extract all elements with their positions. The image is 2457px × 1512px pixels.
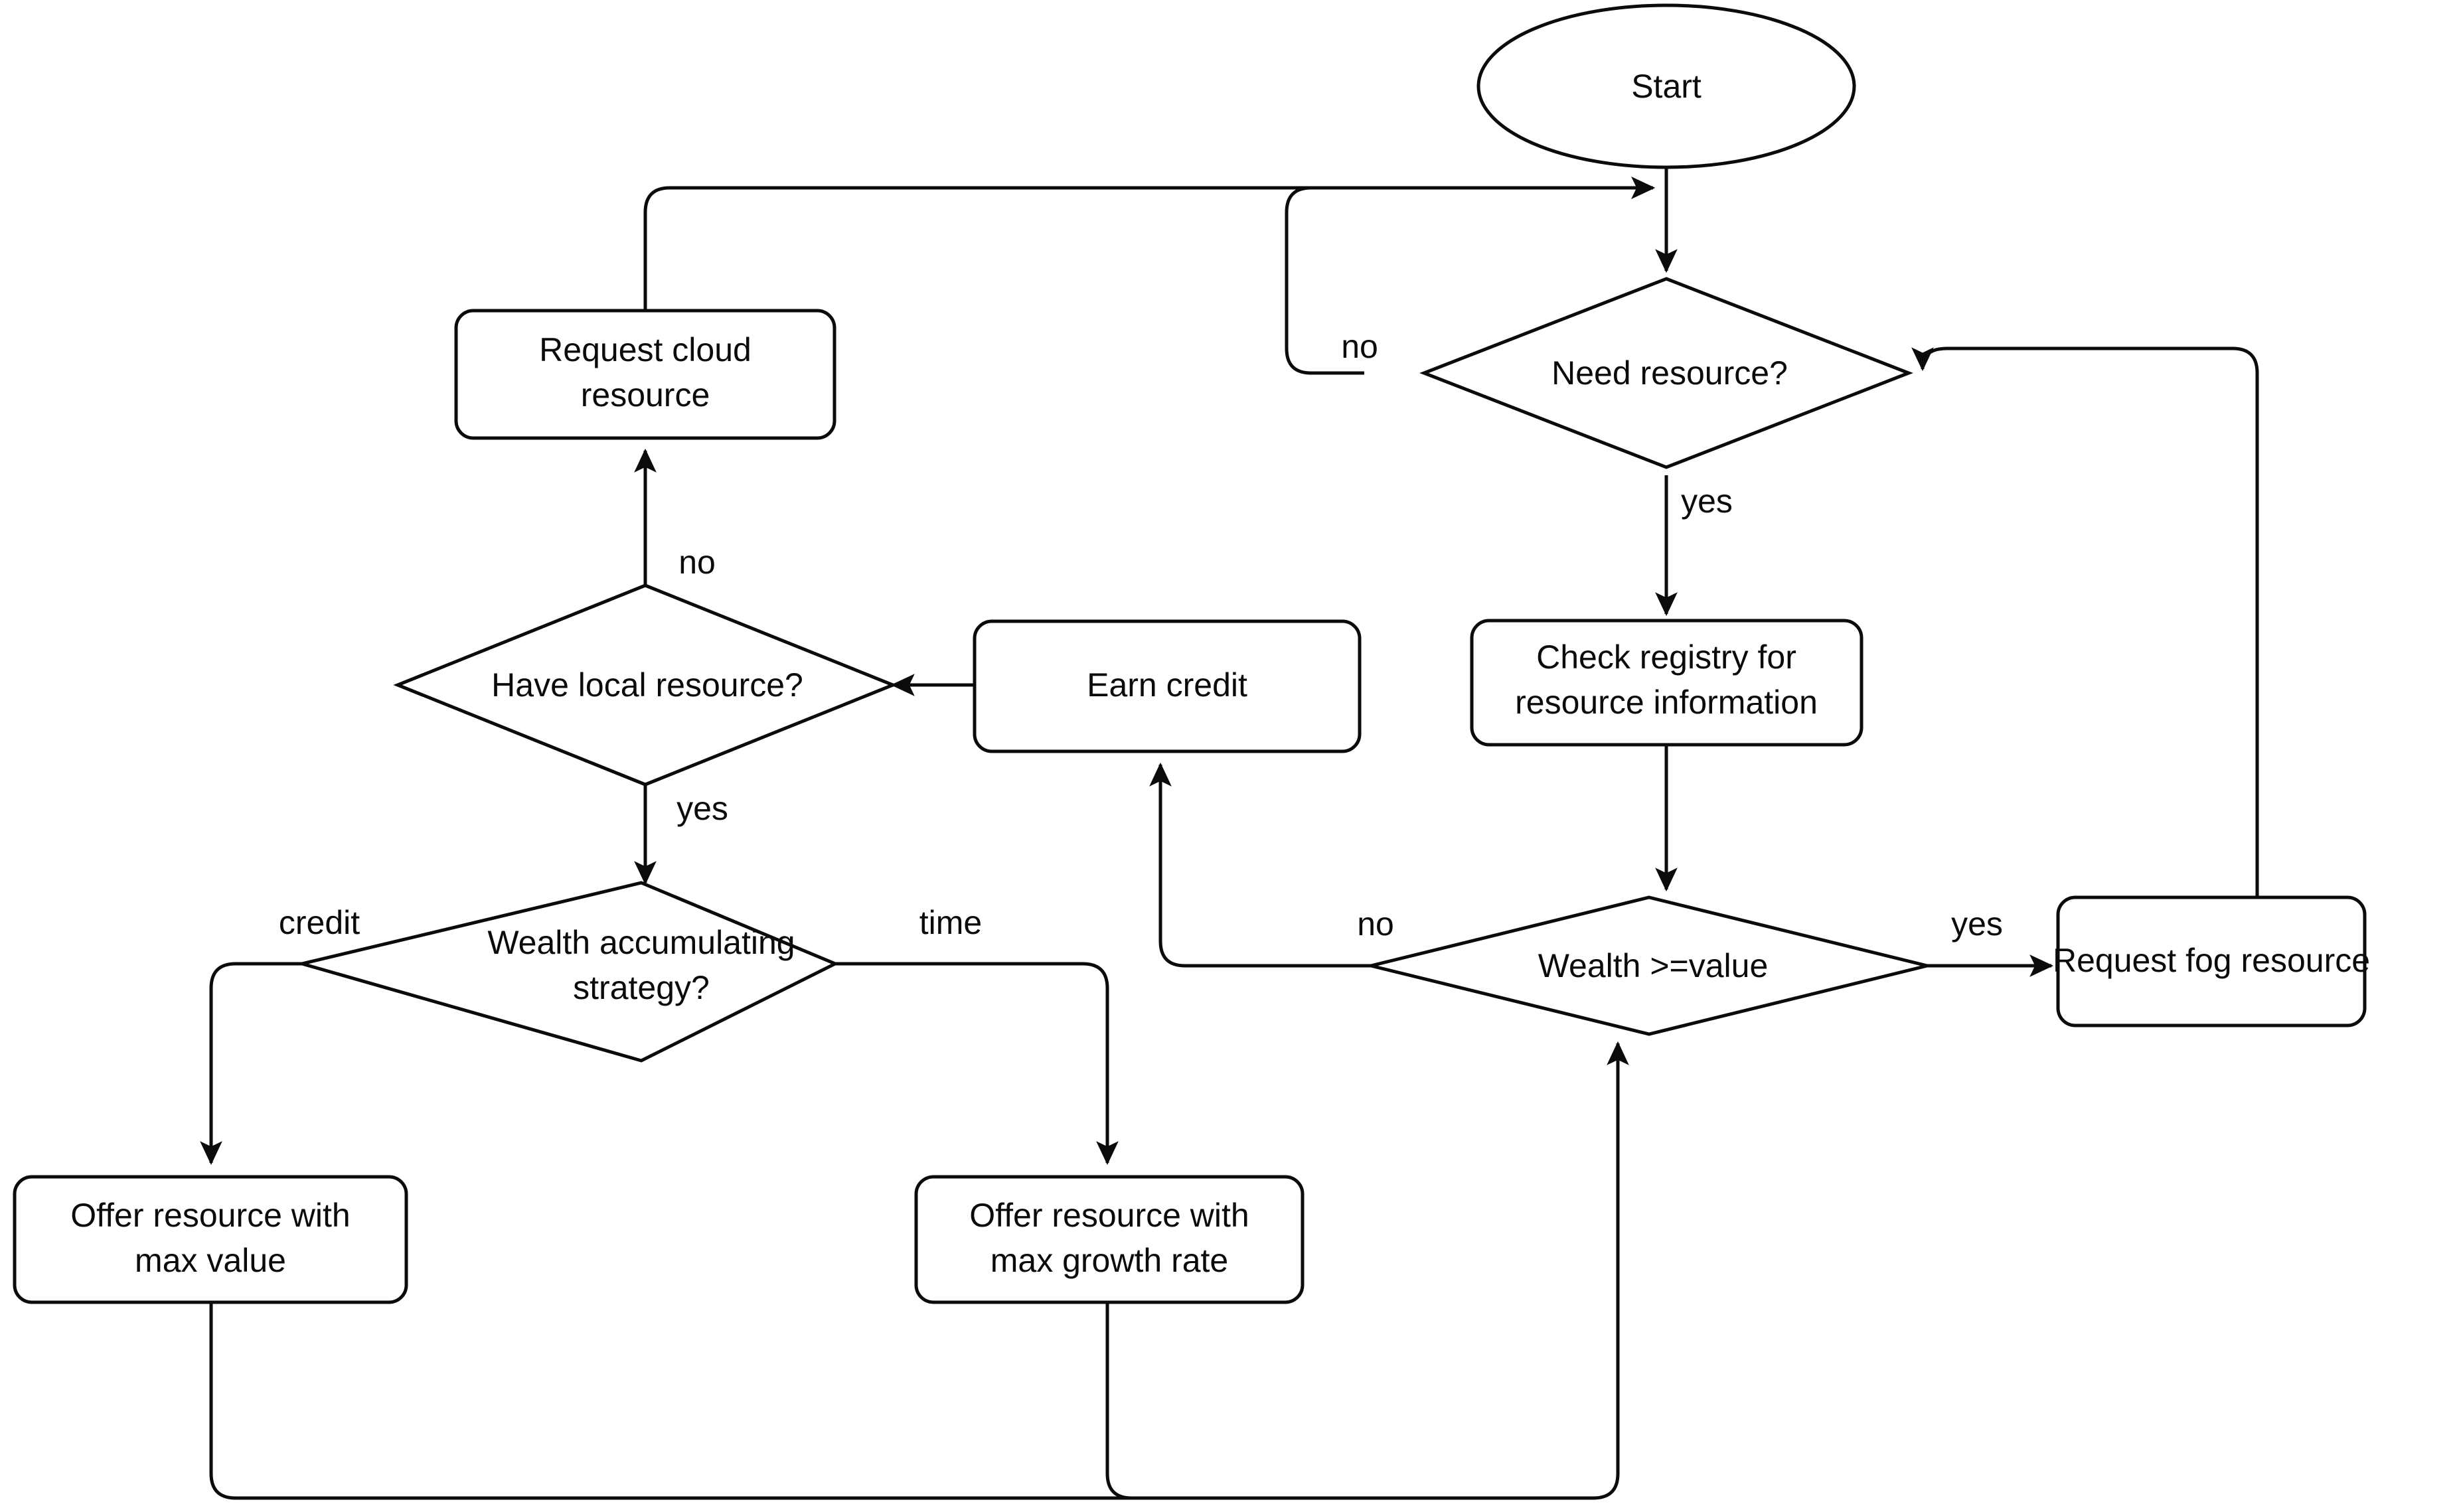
node-request-fog[interactable]: Request fog resource — [2053, 895, 2370, 1027]
node-wealth-value-label: Wealth >=value — [1538, 947, 1769, 984]
node-wealth-value[interactable]: Wealth >=value — [1370, 895, 1928, 1036]
node-request-cloud-label-line1: Request cloud — [539, 331, 752, 368]
edge-wealth-strategy-credit-to-offer-max-value — [200, 962, 302, 1166]
node-wealth-strategy-label-line2: strategy? — [573, 969, 710, 1006]
node-request-cloud-label-line2: resource — [581, 376, 710, 414]
edge-label-need-resource-no: no — [1341, 328, 1378, 365]
node-offer-max-value[interactable]: Offer resource with max value — [13, 1175, 408, 1304]
node-offer-max-growth-label-line1: Offer resource with — [969, 1197, 1249, 1234]
node-offer-max-value-label-line1: Offer resource with — [70, 1197, 350, 1234]
node-wealth-strategy[interactable]: Wealth accumulating strategy? — [295, 881, 839, 1063]
node-need-resource[interactable]: Need resource? — [1419, 277, 1913, 469]
edge-label-wealth-value-yes: yes — [1951, 905, 2003, 943]
node-offer-max-value-label-line2: max value — [135, 1242, 286, 1279]
node-earn-credit-label: Earn credit — [1087, 666, 1247, 704]
edge-request-fog-to-need-resource — [1911, 346, 2259, 897]
edge-label-need-resource-yes: yes — [1681, 483, 1733, 520]
edge-request-cloud-to-need-resource — [643, 177, 1656, 311]
node-check-registry[interactable]: Check registry for resource information — [1470, 619, 1863, 747]
edge-offer-max-growth-to-wealth-value — [1105, 1302, 1593, 1500]
node-check-registry-label-line1: Check registry for — [1536, 639, 1796, 676]
edge-label-wealth-value-no: no — [1357, 905, 1394, 943]
node-offer-max-growth-label-line2: max growth rate — [991, 1242, 1228, 1279]
node-earn-credit[interactable]: Earn credit — [973, 619, 1362, 753]
node-have-local[interactable]: Have local resource? — [393, 583, 898, 787]
node-wealth-strategy-label-line1: Wealth accumulating — [487, 924, 795, 961]
node-request-fog-label: Request fog resource — [2053, 942, 2370, 979]
node-need-resource-label: Need resource? — [1551, 354, 1788, 392]
edge-offer-max-value-to-wealth-value — [209, 1041, 1629, 1500]
edge-label-have-local-no: no — [678, 544, 716, 581]
edge-label-have-local-yes: yes — [676, 790, 728, 827]
edge-wealth-strategy-time-to-offer-max-growth — [835, 962, 1119, 1166]
edge-wealth-value-no-to-earn-credit — [1149, 762, 1371, 968]
node-offer-max-growth[interactable]: Offer resource with max growth rate — [914, 1175, 1305, 1304]
node-start[interactable]: Start — [1476, 3, 1856, 169]
node-have-local-label: Have local resource? — [491, 666, 803, 704]
edge-label-wealth-strategy-time: time — [919, 904, 982, 941]
node-request-cloud[interactable]: Request cloud resource — [454, 309, 836, 440]
node-check-registry-label-line2: resource information — [1515, 684, 1818, 721]
node-start-label: Start — [1631, 68, 1702, 105]
edge-label-wealth-strategy-credit: credit — [279, 904, 360, 941]
